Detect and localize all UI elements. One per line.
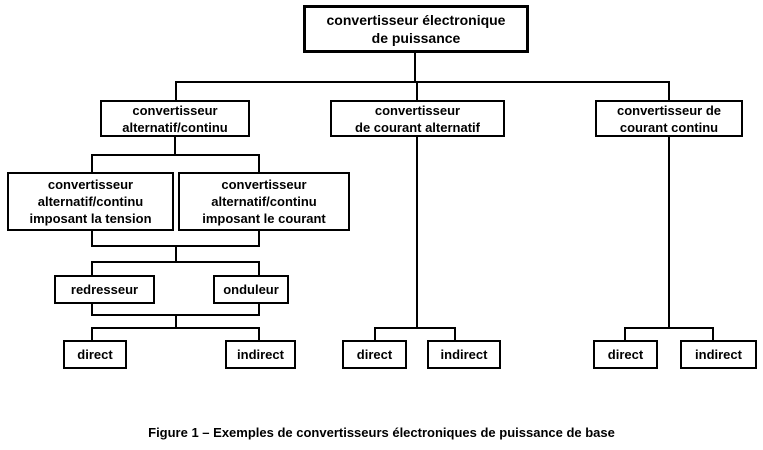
connector-ac-indirect-stub <box>454 327 456 340</box>
connector-dc-drop <box>668 137 670 328</box>
node-convertisseur-de-courant-alternatif: convertisseur de courant alternatif <box>330 100 505 137</box>
node-convertisseur-electronique-de-puissance: convertisseur électronique de puissance <box>303 5 529 53</box>
node-imposant-la-tension: convertisseur alternatif/continu imposan… <box>7 172 174 231</box>
connector-ac-direct-stub <box>374 327 376 340</box>
connector-acdc-direct-stub <box>91 327 93 340</box>
connector-courant-stub <box>258 154 260 172</box>
connector-acdc-drop <box>174 137 176 155</box>
connector-dc-split-bar <box>624 327 714 329</box>
node-dc-indirect: indirect <box>680 340 757 369</box>
connector-ac-stub <box>416 82 418 100</box>
connector-redresseur-down <box>91 304 93 315</box>
connector-level2-bus <box>175 81 670 83</box>
node-acdc-direct: direct <box>63 340 127 369</box>
connector-courant-down <box>258 231 260 246</box>
node-convertisseur-alternatif-continu: convertisseur alternatif/continu <box>100 100 250 137</box>
node-redresseur: redresseur <box>54 275 155 304</box>
connector-split-bar-2 <box>91 327 260 329</box>
connector-dc-stub <box>668 82 670 100</box>
node-ac-indirect: indirect <box>427 340 501 369</box>
connector-ac-drop <box>416 137 418 328</box>
node-convertisseur-de-courant-continu: convertisseur de courant continu <box>595 100 743 137</box>
connector-ac-split-bar <box>374 327 456 329</box>
connector-tension-down <box>91 231 93 246</box>
connector-split-bar-1 <box>91 261 260 263</box>
connector-acdc-indirect-stub <box>258 327 260 340</box>
connector-dc-indirect-stub <box>712 327 714 340</box>
connector-tension-stub <box>91 154 93 172</box>
figure-caption: Figure 1 – Exemples de convertisseurs él… <box>148 425 615 440</box>
node-acdc-indirect: indirect <box>225 340 296 369</box>
connector-redresseur-stub <box>91 261 93 275</box>
connector-merge-drop-2 <box>175 314 177 328</box>
node-ac-direct: direct <box>342 340 407 369</box>
connector-root-drop <box>414 53 416 82</box>
connector-dc-direct-stub <box>624 327 626 340</box>
node-dc-direct: direct <box>593 340 658 369</box>
connector-onduleur-down <box>258 304 260 315</box>
connector-onduleur-stub <box>258 261 260 275</box>
node-imposant-le-courant: convertisseur alternatif/continu imposan… <box>178 172 350 231</box>
node-onduleur: onduleur <box>213 275 289 304</box>
connector-acdc-stub <box>175 82 177 100</box>
connector-level3-bus <box>91 154 260 156</box>
connector-merge-drop-1 <box>175 245 177 262</box>
